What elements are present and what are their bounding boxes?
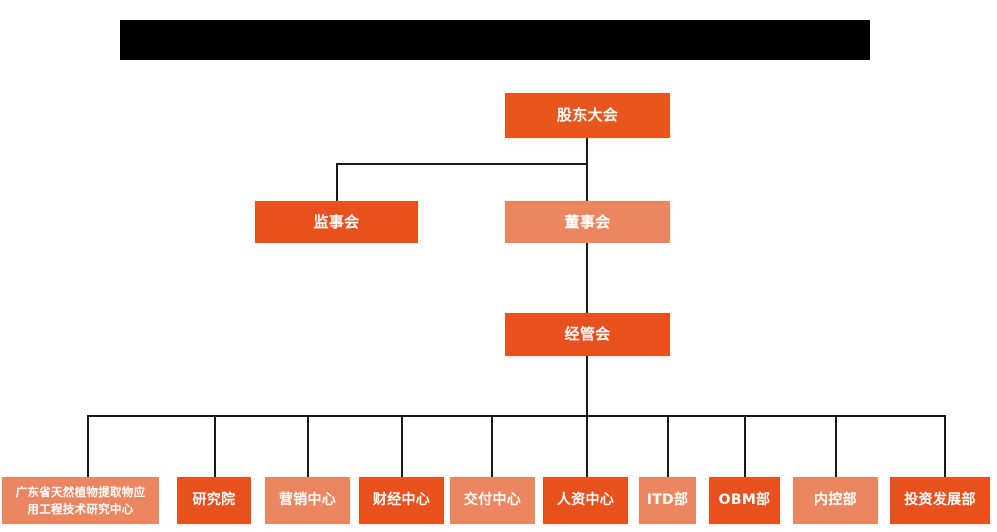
connector-drop-institute: [214, 415, 216, 477]
org-node-internal-control-label: 内控部: [814, 491, 857, 508]
org-node-institute[interactable]: 研究院: [177, 477, 251, 524]
connector-directors-management: [586, 243, 588, 314]
org-node-obm[interactable]: OBM部: [709, 477, 780, 524]
org-node-research-center[interactable]: 广东省天然植物提取物应 用工程技术研究中心: [2, 477, 159, 524]
org-node-research-center-label-line1: 广东省天然植物提取物应: [15, 484, 146, 499]
connector-drop-internal-control: [835, 415, 837, 477]
org-node-supervisors[interactable]: 监事会: [255, 201, 418, 243]
org-node-supervisors-label: 监事会: [313, 212, 360, 231]
org-node-marketing[interactable]: 营销中心: [265, 477, 350, 524]
connector-shareholders-down: [586, 138, 588, 164]
connector-drop-itd: [667, 415, 669, 477]
org-node-itd[interactable]: ITD部: [639, 477, 696, 524]
org-node-delivery[interactable]: 交付中心: [450, 477, 535, 524]
org-node-finance[interactable]: 财经中心: [359, 477, 444, 524]
org-node-marketing-label: 营销中心: [278, 491, 337, 508]
org-node-itd-label: ITD部: [646, 491, 689, 508]
org-node-obm-label: OBM部: [718, 491, 771, 508]
connector-management-down: [586, 356, 588, 416]
org-node-finance-label: 财经中心: [372, 491, 431, 508]
connector-directors-drop: [586, 163, 588, 202]
connector-level2-bus: [336, 163, 588, 165]
connector-supervisors-drop: [336, 163, 338, 202]
connector-drop-research-center: [87, 415, 89, 477]
connector-drop-obm: [744, 415, 746, 477]
org-node-shareholders[interactable]: 股东大会: [505, 93, 670, 138]
org-node-shareholders-label: 股东大会: [556, 106, 619, 125]
connector-drop-delivery: [491, 415, 493, 477]
org-node-research-center-label-line2: 用工程技术研究中心: [27, 501, 134, 516]
org-node-hr-label: 人资中心: [556, 491, 615, 508]
org-node-internal-control[interactable]: 内控部: [793, 477, 878, 524]
org-node-management-label: 经管会: [564, 325, 611, 344]
connector-drop-investment: [944, 415, 946, 477]
connector-drop-hr: [586, 415, 588, 477]
org-node-investment-label: 投资发展部: [904, 491, 976, 508]
connector-drop-marketing: [307, 415, 309, 477]
org-node-hr[interactable]: 人资中心: [543, 477, 628, 524]
org-node-directors[interactable]: 董事会: [505, 201, 670, 243]
connector-departments-bus: [87, 415, 945, 417]
org-node-investment[interactable]: 投资发展部: [890, 477, 990, 524]
connector-drop-finance: [401, 415, 403, 477]
org-node-management[interactable]: 经管会: [505, 313, 670, 356]
redacted-title-bar: [120, 20, 870, 60]
org-node-delivery-label: 交付中心: [463, 491, 522, 508]
org-node-directors-label: 董事会: [564, 212, 611, 231]
org-node-institute-label: 研究院: [192, 491, 236, 508]
